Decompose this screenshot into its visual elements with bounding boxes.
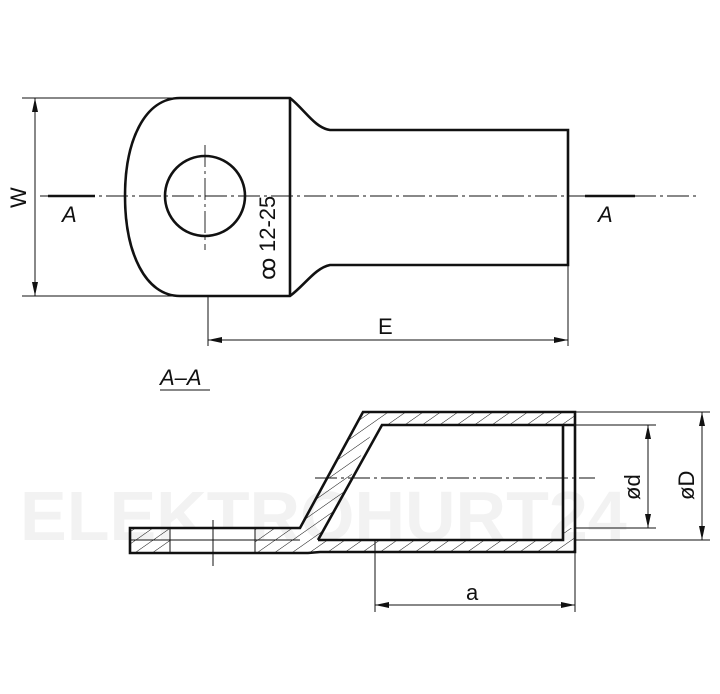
- section-label-right: A: [596, 202, 613, 227]
- section-label-left: A: [60, 202, 77, 227]
- dim-e-label: E: [378, 314, 393, 339]
- section-view: A–A ød øD a: [128, 365, 710, 612]
- dim-inner-diameter: ød: [620, 474, 645, 500]
- dim-outer-diameter: øD: [674, 471, 699, 500]
- barrel-wall-top: [375, 412, 575, 425]
- stamp-text: 12-25: [255, 196, 280, 252]
- section-inner-outline: [316, 423, 575, 542]
- section-title: A–A: [158, 365, 202, 390]
- manufacturer-logo: ꝏ: [255, 258, 280, 280]
- dim-w-label: W: [6, 187, 31, 208]
- dim-a-label: a: [466, 580, 479, 605]
- od-arrows: [699, 412, 705, 540]
- lug-outline: [123, 96, 570, 298]
- top-view: A A 12-25 ꝏ W E: [6, 96, 700, 346]
